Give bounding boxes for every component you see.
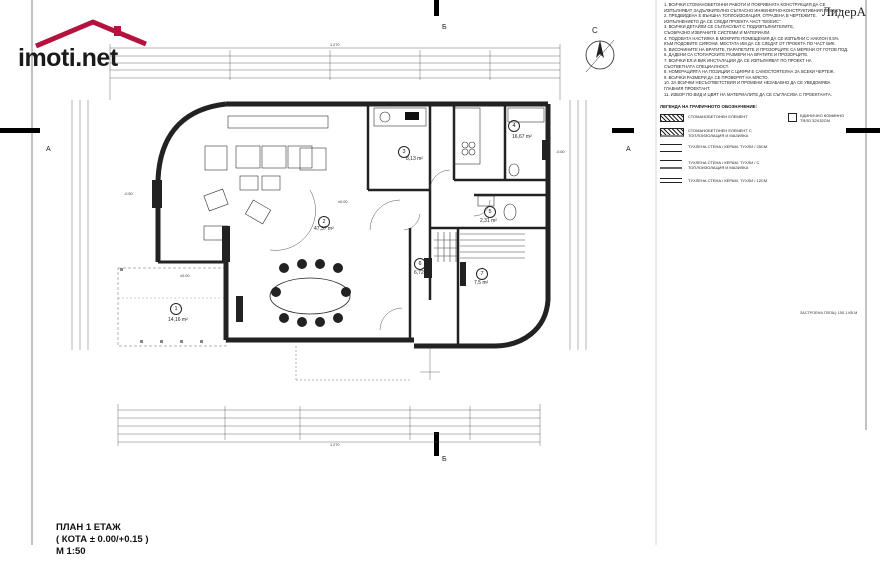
note-line: 1. ВСИЧКИ СТОМАНОБЕТОННИ РАБОТИ И ПОКРИВ…	[664, 2, 826, 7]
legend-swatch	[660, 178, 682, 183]
note-line: ИЗПЪЛНЕНИЕТО ДА СЕ СЛЕДИ ПРОЕКТА ЧАСТ "Е…	[664, 18, 782, 24]
section-a-right-label: А	[626, 146, 631, 153]
legend-item: СТОМАНОБЕТОНЕН ЕЛЕМЕНТ	[688, 114, 748, 119]
level-main: ±0.00	[338, 200, 348, 204]
imoti-logo[interactable]: imoti.net	[18, 19, 158, 74]
note-line: 11. ИЗБОР ПО ВИД И ЦВЯТ НА МАТЕРИАЛИТЕ Д…	[664, 91, 832, 97]
note-line: ГЛАВНИЯ ПРОЕКТАНТ.	[664, 85, 711, 91]
room-number: 7	[476, 268, 488, 280]
section-a-left-marker	[0, 128, 40, 133]
note-line: 5. ВИСОЧИНИТЕ НА ВРАТИТЕ, ПАРАПЕТИТЕ И П…	[664, 46, 849, 52]
north-arrow-icon	[585, 39, 615, 73]
room-number: 5	[484, 206, 496, 218]
note-line: 4. ПОДОВАТА НАСТИЛКА В МОКРИТЕ ПОМЕЩЕНИЯ…	[664, 35, 839, 41]
room-area: 8,13 m²	[406, 156, 423, 162]
section-b-bottom-label: Б	[442, 456, 447, 463]
note-line: 3. ВСИЧКИ ДЕТАЙЛИ СЕ СЪГЛАСУВАТ С ПОДИЗП…	[664, 24, 795, 30]
room-area: 16,67 m²	[512, 134, 532, 140]
house-roof-icon	[35, 19, 147, 48]
chimney-icon	[788, 113, 797, 122]
compass-letter: С	[592, 26, 598, 35]
built-area-note: ЗАСТРОЕНА ПЛОЩ: 150.1 КВ.М	[800, 311, 858, 315]
legend-item: ТУХЛЕНА СТЕНА / КЕРАМ. ТУХЛИ / 12СМ	[688, 178, 768, 183]
title-block: ПЛАН 1 ЕТАЖ ( КОТА ± 0.00/+0.15 ) М 1:50	[56, 522, 149, 558]
level-east: -0.60	[556, 150, 565, 154]
note-line: ИЗПЪЛНЯВАТ ЗАДЪЛЖИТЕЛНО СЪГЛАСНО ИНЖЕНЕР…	[664, 7, 842, 13]
room-number: 1	[170, 303, 182, 315]
top-total-dimension: 1 270	[330, 43, 340, 47]
note-line: 9. ВСИЧКИ РАЗМЕРИ ДА СЕ ПРОВЕРЯТ НА МЯСТ…	[664, 74, 769, 80]
general-notes: 1. ВСИЧКИ СТОМАНОБЕТОННИ РАБОТИ И ПОКРИВ…	[664, 2, 864, 97]
room-area: 47,37 m²	[314, 226, 334, 232]
legend-item: СТОМАНОБЕТОНЕН ЕЛЕМЕНТ С ТОПЛОИЗОЛАЦИЯ И…	[688, 128, 752, 138]
legend-item: ТУХЛЕНА СТЕНА / КЕРАМ. ТУХЛИ / 25СМ	[688, 144, 768, 149]
legend-title: ЛЕГЕНДА НА ГРАФИЧНОТО ОБОЗНАЧЕНИЕ:	[660, 104, 758, 109]
legend-swatch	[660, 144, 682, 152]
section-a-far-marker	[846, 128, 880, 133]
room-number: 2	[318, 216, 330, 228]
legend-chimney: ЕДИНИЧНО КОМИННО ТЯЛО 32Х32СМ	[800, 113, 845, 123]
section-a-left-label: А	[46, 146, 51, 153]
logo-text: imoti.net	[18, 44, 118, 72]
plan-title: ПЛАН 1 ЕТАЖ	[56, 522, 121, 533]
note-line: КЪМ ПОДОВИТЕ СИФОНИ. МЕСТАТА ИМ ДА СЕ СЛ…	[664, 41, 836, 47]
level-porch: ±0.00	[180, 274, 190, 278]
room-number: 6	[414, 258, 426, 270]
note-line: 6. ДАДЕНИ СА СТОПАРСКИТЕ РАЗМЕРИ НА ВРАТ…	[664, 52, 809, 58]
note-line: СЪОТВЕТНАТА СПЕЦИАЛНОСТ.	[664, 63, 730, 69]
section-b-top-label: Б	[442, 24, 447, 31]
room-number: 4	[508, 120, 520, 132]
room-area: 7,5 m²	[474, 280, 489, 286]
watermark: ЛидерА	[821, 4, 866, 19]
note-line: СЪОБРАЗНО ИЗБРАНИТЕ СИСТЕМИ И МАТЕРИАЛИ.	[664, 29, 771, 35]
level-terrace: -0.50	[124, 192, 133, 196]
plan-level: ( КОТА ± 0.00/+0.15 )	[56, 534, 149, 545]
note-line: 8. НОМЕРАЦИЯТА НА ПОЗИЦИИ С ЦИФРИ Е САМО…	[664, 69, 835, 75]
note-line: 10. ЗА ВСИЧКИ НЕСЪОТВЕТСТВИЯ И ПРОМЕНИ Н…	[664, 80, 831, 86]
plan-scale: М 1:50	[56, 546, 86, 557]
legend-item: ТУХЛЕНА СТЕНА / КЕРАМ. ТУХЛИ / С ТОПЛОИЗ…	[688, 160, 760, 170]
room-area: 14,16 m²	[168, 317, 188, 323]
section-b-top-marker	[434, 0, 439, 16]
legend-swatch	[660, 114, 684, 122]
room-area: 6,72 m²	[414, 270, 431, 276]
section-a-right-marker	[612, 128, 634, 133]
room-number: 3	[398, 146, 410, 158]
note-line: 2. ПРЕДВИДЕНА Е ВЪНШНА ТОПЛОИЗОЛАЦИЯ, ОТ…	[664, 13, 817, 19]
section-b-bottom-marker	[434, 432, 439, 456]
room-area: 2,31 m²	[480, 218, 497, 224]
note-line: 7. ВСИЧКИ ЕЛ.И ВИК ИНСТАЛАЦИИ ДА СЕ ИЗПЪ…	[664, 57, 812, 63]
legend-swatch	[660, 160, 682, 169]
bottom-total-dimension: 1 270	[330, 443, 340, 447]
legend-swatch	[660, 128, 684, 137]
